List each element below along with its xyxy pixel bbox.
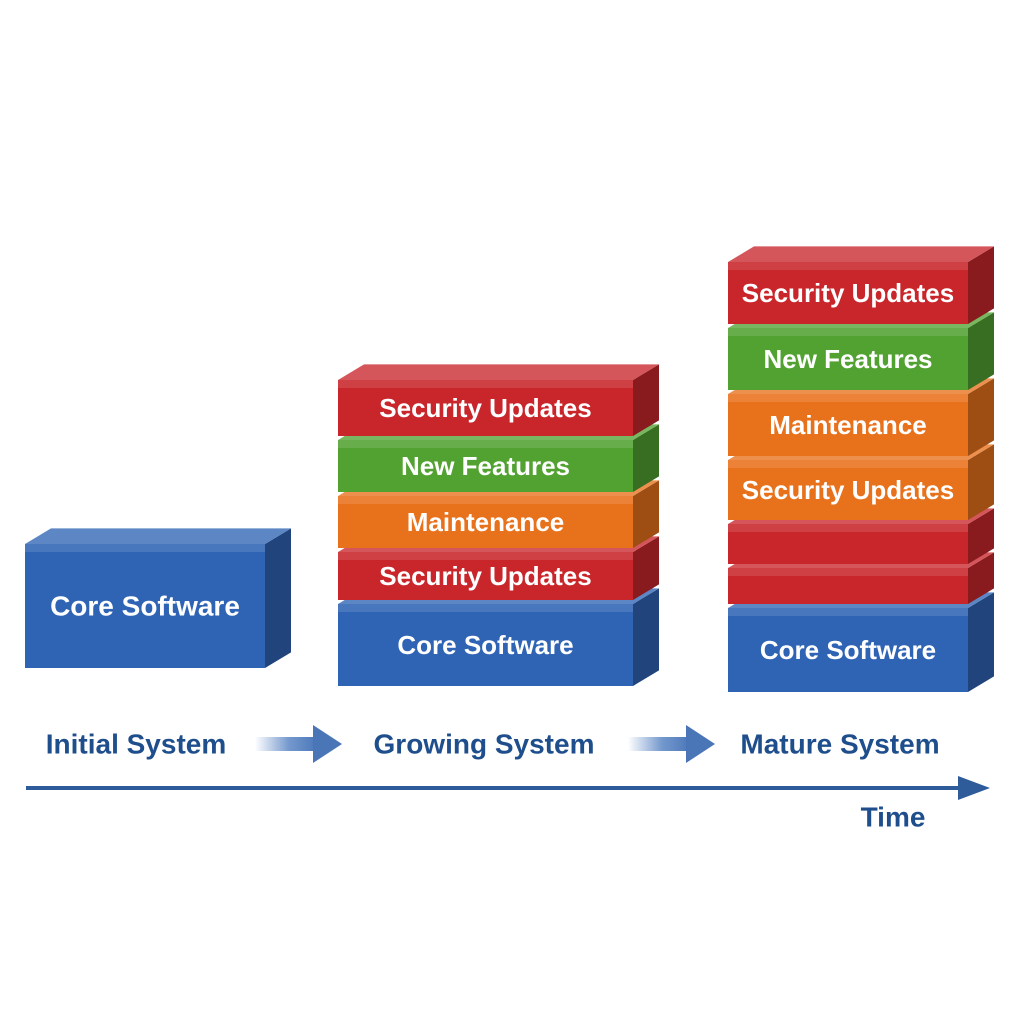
block-label-1-1: Security Updates [379,561,591,591]
block-label-2-6: Security Updates [742,278,954,308]
stage-label-mature: Mature System [740,729,939,760]
block-label-1-3: New Features [401,451,570,481]
stage-arrow-2 [628,725,715,763]
stage-label-initial: Initial System [46,729,227,760]
time-axis-arrow [26,776,990,800]
block-label-2-3: Security Updates [742,475,954,505]
block-label-1-0: Core Software [397,630,573,660]
block-label-2-5: New Features [763,344,932,374]
block-2-6: Security Updates [728,246,994,324]
stage-arrow-1 [255,725,342,763]
block-label-1-4: Security Updates [379,393,591,423]
block-label-0-0: Core Software [50,591,240,622]
block-1-0: Core Software [338,588,659,686]
block-2-5: New Features [728,312,994,390]
block-1-2: Maintenance [338,480,659,548]
block-label-1-2: Maintenance [407,507,565,537]
block-2-0: Core Software [728,592,994,692]
block-0-0: Core Software [25,528,291,668]
block-2-4: Maintenance [728,378,994,456]
block-1-4: Security Updates [338,364,659,436]
block-label-2-0: Core Software [760,635,936,665]
time-axis-label: Time [861,802,926,833]
stage-label-growing: Growing System [374,729,595,760]
block-label-2-4: Maintenance [769,410,927,440]
